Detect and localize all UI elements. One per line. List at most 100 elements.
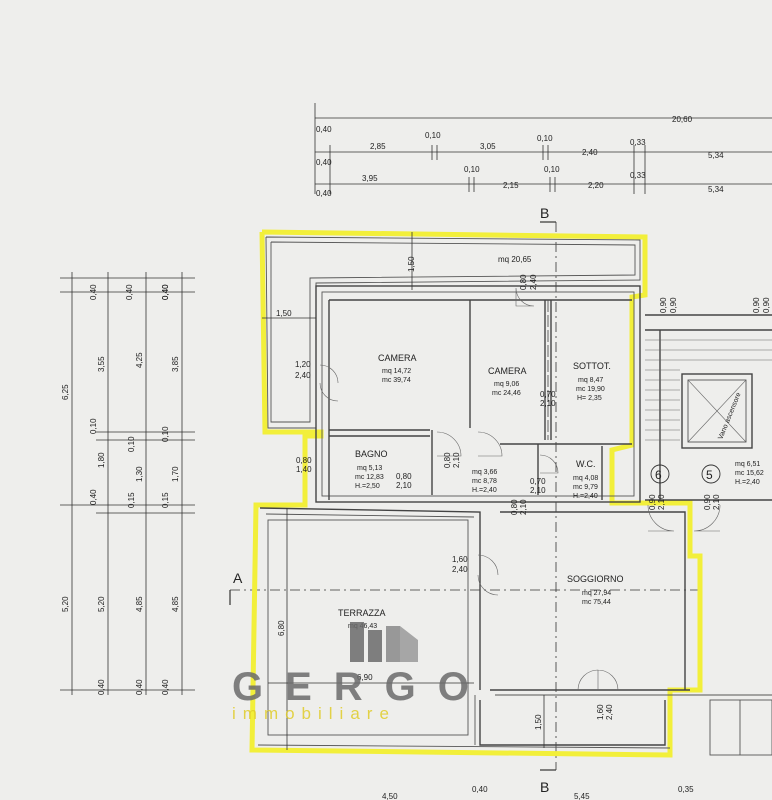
dim-text: 5,34 (708, 185, 724, 194)
dim-text: 0,40 (161, 284, 170, 300)
dim-text: 0,10 (544, 165, 560, 174)
dim-text: 0,70 (540, 390, 556, 399)
dim-text: 1,80 (97, 452, 106, 468)
dim-text: 0,40 (97, 679, 106, 695)
watermark-logo: GERGO immobiliare (232, 622, 469, 723)
room-sottotetto: SOTTOT. mq 8,47 mc 19,90 H= 2,35 (573, 361, 611, 402)
room-area: mq 5,13 (357, 465, 382, 472)
room-area: mq 8,47 (578, 377, 603, 384)
dim-text: 2,40 (605, 704, 614, 720)
room-area: mq 3,66 (472, 469, 497, 476)
dim-text: 2,10 (657, 494, 666, 510)
dim-text: 0,40 (89, 489, 98, 505)
dim-text: 2,85 (370, 142, 386, 151)
dim-text: 1,50 (276, 309, 292, 318)
dim-text: 4,85 (171, 596, 180, 612)
dim-text: 0,10 (464, 165, 480, 174)
dim-text: 1,50 (534, 714, 543, 730)
doors (319, 287, 721, 691)
room-height: H.=2,40 (735, 479, 760, 486)
dim-text: 0,90 (762, 297, 771, 313)
dim-text: 0,40 (161, 284, 170, 300)
section-mark-a: A (233, 570, 243, 586)
dim-text: 0,40 (161, 679, 170, 695)
dim-text: 6,90 (357, 673, 373, 682)
dim-text: 0,90 (659, 297, 668, 313)
room-height: H.=2,40 (573, 493, 598, 500)
dim-text: 20,60 (672, 115, 693, 124)
dim-text: 0,33 (630, 171, 646, 180)
dim-text: 2,40 (529, 274, 538, 290)
dim-text: 3,95 (362, 174, 378, 183)
dim-text: 4,85 (135, 596, 144, 612)
dim-text: 0,80 (296, 456, 312, 465)
dim-text: 0,40 (125, 284, 134, 300)
stair-circle (701, 464, 721, 484)
dim-text: 1,60 (596, 704, 605, 720)
dim-text: 2,15 (503, 181, 519, 190)
dim-text: 5,34 (708, 151, 724, 160)
room-name: CAMERA (488, 366, 527, 376)
dim-text: 0,40 (472, 785, 488, 794)
dim-text: 0,80 (519, 274, 528, 290)
dim-text: 2,10 (452, 452, 461, 468)
dim-text: mq 20,65 (498, 255, 532, 264)
room-name: SOTTOT. (573, 361, 611, 371)
dim-text: 0,90 (669, 297, 678, 313)
brand-subtitle: immobiliare (232, 704, 396, 723)
dim-text: 0,40 (135, 679, 144, 695)
room-name: W.C. (576, 459, 596, 469)
room-wc: W.C. mq 4,08 mc 9,79 H.=2,40 (573, 459, 598, 500)
dim-text: 0,70 (530, 477, 546, 486)
plan-dimensions: 1,50 mq 20,65 1,50 0,80 2,40 1,20 2,40 0… (262, 232, 771, 800)
dim-text: 0,90 (703, 494, 712, 510)
room-area: mq 4,08 (573, 475, 598, 482)
dim-text: 2,10 (712, 494, 721, 510)
dim-text: 2,10 (396, 481, 412, 490)
dim-text: 0,40 (89, 284, 98, 300)
dim-text: 0,40 (316, 189, 332, 198)
room-volume: mc 24,46 (492, 390, 521, 397)
dim-text: 0,80 (443, 452, 452, 468)
room-volume: mc 15,62 (735, 470, 764, 477)
dim-text: 0,80 (396, 472, 412, 481)
dim-text: 0,40 (316, 125, 332, 134)
dim-text: 0,10 (425, 131, 441, 140)
room-soggiorno: SOGGIORNO mq 27,94 mc 75,44 (567, 574, 624, 606)
room-name: TERRAZZA (338, 608, 386, 618)
dim-text: 0,90 (752, 297, 761, 313)
room-height: H= 2,35 (577, 395, 602, 402)
walls (257, 236, 772, 756)
dim-text: 0,33 (630, 138, 646, 147)
dim-text: 0,15 (161, 492, 170, 508)
dim-text: 5,20 (61, 596, 70, 612)
dim-text: 0,90 (648, 494, 657, 510)
dim-text: 1,20 (295, 360, 311, 369)
dim-text: 2,40 (582, 148, 598, 157)
room-volume: mc 9,79 (573, 484, 598, 491)
left-dimensions: 0,40 6,25 5,20 0,40 3,55 0,10 1,80 0,40 … (60, 272, 195, 695)
dim-text: 2,20 (588, 181, 604, 190)
dim-text: 3,85 (171, 356, 180, 372)
dim-text: 4,50 (382, 792, 398, 800)
dim-text: 3,55 (97, 356, 106, 372)
section-mark-b-bottom: B (540, 779, 549, 795)
room-volume: mc 19,90 (576, 386, 605, 393)
house-logo-icon (350, 622, 418, 662)
dim-text: 0,10 (127, 436, 136, 452)
dim-text: 2,10 (540, 399, 556, 408)
room-camera-1: CAMERA mq 14,72 mc 39,74 (378, 353, 417, 384)
stair-number-6: 6 (655, 468, 662, 482)
dim-text: 2,10 (519, 499, 528, 515)
room-bagno: BAGNO mq 5,13 mc 12,83 H.=2,50 (355, 449, 388, 490)
dim-text: 5,20 (97, 596, 106, 612)
room-area: mq 9,06 (494, 381, 519, 388)
room-name: CAMERA (378, 353, 417, 363)
dim-text: 1,30 (135, 466, 144, 482)
room-height: H.=2,50 (355, 483, 380, 490)
room-name: SOGGIORNO (567, 574, 624, 584)
room-area: mq 14,72 (382, 368, 411, 375)
room-area: mq 27,94 (582, 590, 611, 597)
room-volume: mc 75,44 (582, 599, 611, 606)
